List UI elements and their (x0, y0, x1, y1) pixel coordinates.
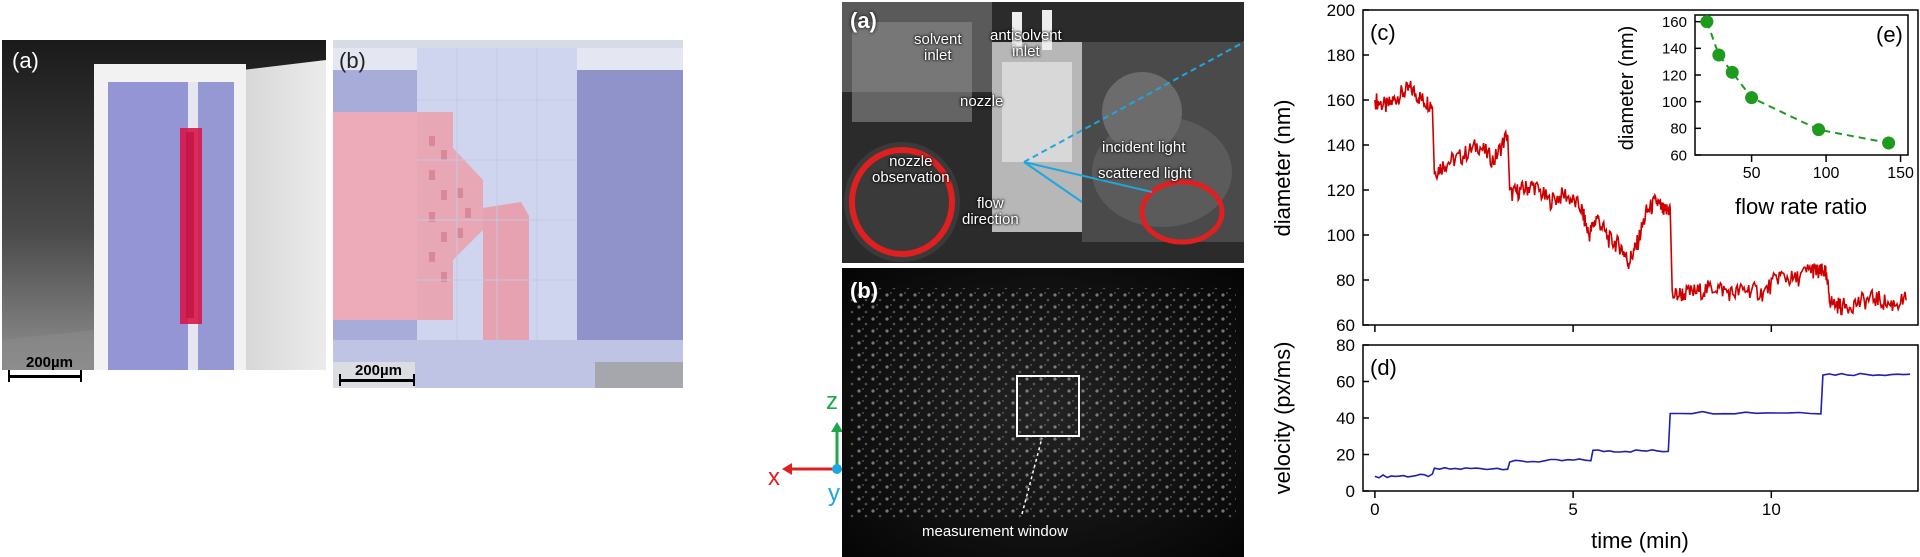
chart-c-x-ticks (1374, 325, 1773, 332)
panel-label-chip: (b) (339, 48, 366, 73)
y-tick-label: 80 (1336, 271, 1355, 290)
chart-e-point (1745, 91, 1759, 105)
y-tick-label: 180 (1327, 46, 1355, 65)
annotation-measurement-window: measurement window (922, 523, 1068, 540)
chart-d-x-axis-label: time (min) (1591, 528, 1689, 553)
chart-d-y-axis-label: velocity (px/ms) (1270, 342, 1295, 495)
y-tick-label: 0 (1346, 482, 1355, 501)
chart-e-point (1725, 65, 1739, 79)
y-tick-label: 100 (1327, 226, 1355, 245)
chart-e-fit-curve (1705, 21, 1889, 144)
axis-label-y: y (828, 480, 840, 507)
chart-e-point (1700, 15, 1714, 29)
annotation-flow-direction: flow direction (962, 195, 1019, 228)
chart-c-series-line (1374, 80, 1907, 316)
chart-e-panel-label: (e) (1876, 22, 1903, 47)
x-tick-label: 150 (1887, 165, 1914, 182)
chart-c-panel-label: (c) (1370, 20, 1396, 45)
chart-inset-diameter-flow: 60 80 100 120 140 160 50 100 150 (e) diameter (… (1616, 14, 1914, 219)
chart-e-point (1882, 136, 1896, 150)
axis-label-x: x (768, 464, 780, 491)
chart-d-series-line (1374, 372, 1911, 479)
x-tick-label: 10 (1762, 500, 1781, 519)
annotation-nozzle-observation: nozzle observation (872, 153, 950, 186)
y-tick-label: 60 (1670, 147, 1687, 164)
axis-label-z: z (826, 388, 838, 415)
y-tick-label: 160 (1327, 91, 1355, 110)
panel-label-speckle: (b) (850, 278, 879, 303)
chart-c-y-axis-label: diameter (nm) (1270, 100, 1295, 237)
chart-d-panel-label: (d) (1370, 355, 1397, 380)
speckle-image (842, 268, 1244, 557)
coordinate-arrows (782, 422, 843, 475)
chart-e-point (1812, 123, 1826, 137)
speckle-image-panel: (b) measurement window (842, 268, 1244, 557)
chart-e-points (1700, 15, 1896, 150)
chart-e-point (1712, 48, 1726, 62)
chart-velocity-time: 0 20 40 60 80 0 5 10 (d) velocity (px/ms) time… (1270, 336, 1919, 553)
y-tick-label: 140 (1327, 136, 1355, 155)
y-tick-label: 60 (1336, 316, 1355, 335)
annotation-antisolvent-inlet: antisolvent inlet (990, 27, 1062, 60)
panel-label-sem: (a) (12, 48, 39, 73)
scale-bar-label-chip: 200µm (355, 362, 403, 379)
scale-bar-label-sem: 200µm (26, 354, 74, 371)
chart-e-y-ticks: 60 80 100 120 140 160 (1662, 14, 1701, 164)
annotation-solvent-inlet: solvent inlet (914, 31, 962, 64)
sem-image-panel: (a) 200µm (2, 40, 326, 388)
annotation-scattered-light: scattered light (1098, 165, 1192, 182)
y-tick-label: 20 (1336, 445, 1355, 464)
y-tick-label: 120 (1662, 67, 1687, 84)
y-tick-label: 40 (1336, 409, 1355, 428)
y-tick-label: 160 (1662, 14, 1687, 31)
chart-e-x-axis-label: flow rate ratio (1735, 194, 1867, 219)
y-tick-label: 80 (1670, 121, 1687, 138)
chart-d-x-ticks: 0 5 10 (1370, 491, 1781, 519)
chart-d-frame (1362, 344, 1919, 492)
chip-layout-image (333, 40, 683, 388)
coordinate-axes: z x y (748, 388, 848, 508)
x-tick-label: 50 (1743, 165, 1761, 182)
sem-image (2, 40, 326, 388)
panel-label-setup: (a) (850, 8, 877, 33)
chart-e-x-ticks: 50 100 150 (1743, 155, 1914, 182)
chart-c-y-ticks: 60 80 100 120 140 160 180 200 (1327, 1, 1369, 335)
annotation-nozzle: nozzle (960, 93, 1004, 110)
y-tick-label: 100 (1662, 94, 1687, 111)
setup-photo-panel: (a) solvent inlet antisolvent inlet nozz… (842, 2, 1244, 263)
chip-layout-panel: (b) 200µm (333, 40, 683, 388)
y-tick-label: 80 (1336, 336, 1355, 355)
chart-d-y-ticks: 0 20 40 60 80 (1336, 336, 1369, 501)
y-tick-label: 120 (1327, 181, 1355, 200)
chart-diameter-time: 60 80 100 120 140 160 180 200 (c) diameter (nm) (1270, 1, 1919, 335)
x-tick-label: 100 (1813, 165, 1840, 182)
setup-photo (842, 2, 1244, 263)
y-tick-label: 140 (1662, 41, 1687, 58)
chart-e-frame (1694, 14, 1909, 156)
x-tick-label: 0 (1370, 500, 1379, 519)
x-tick-label: 5 (1568, 500, 1577, 519)
annotation-incident-light: incident light (1102, 139, 1186, 156)
y-tick-label: 60 (1336, 372, 1355, 391)
chart-c-frame (1362, 9, 1919, 326)
chart-e-y-axis-label: diameter (nm) (1616, 26, 1638, 150)
y-tick-label: 200 (1327, 1, 1355, 20)
